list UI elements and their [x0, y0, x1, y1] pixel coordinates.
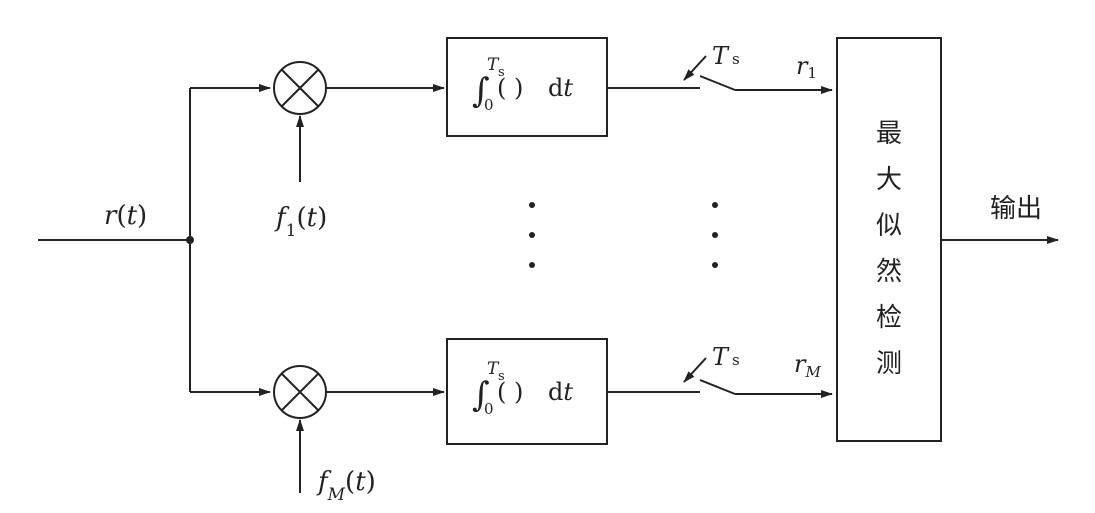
svg-text:∫: ∫ — [472, 71, 490, 111]
svg-text:0: 0 — [484, 400, 494, 418]
integrator-box-bottom — [446, 338, 608, 445]
integrator-box-top — [446, 37, 608, 137]
integrator-formula-top: ∫ T s 0 ( ) dt — [472, 55, 573, 114]
svg-text:dt: dt — [548, 74, 573, 102]
ref-bottom-label: fM(t) — [316, 467, 376, 505]
svg-text:s: s — [498, 369, 505, 384]
svg-text:最: 最 — [876, 119, 902, 149]
svg-text:( ): ( ) — [497, 378, 523, 406]
svg-text:检: 检 — [876, 303, 902, 333]
svg-text:T: T — [487, 359, 500, 379]
sampler-switch-top — [699, 75, 736, 91]
output-label-r1: r1 — [796, 52, 817, 82]
svg-text:测: 测 — [876, 349, 902, 379]
svg-text:然: 然 — [876, 257, 902, 287]
output-label-rM: rM — [794, 350, 821, 381]
svg-text:dt: dt — [548, 378, 573, 406]
ellipsis-dots — [529, 202, 718, 268]
sampler-switch-bottom — [699, 379, 736, 395]
integrator-formula-bottom: ∫ T s 0 ( ) dt — [472, 359, 573, 418]
svg-text:s: s — [498, 65, 505, 80]
svg-text:大: 大 — [876, 165, 902, 195]
svg-text:( ): ( ) — [497, 74, 523, 102]
ml-detector-label: 最 大 似 然 检 测 — [876, 119, 902, 379]
sampler-clock-arrow-top — [683, 55, 707, 81]
svg-text:0: 0 — [484, 96, 494, 114]
junction-dot — [186, 236, 194, 244]
output-text-label: 输出 — [990, 194, 1042, 224]
svg-text:∫: ∫ — [472, 375, 490, 415]
svg-text:T: T — [487, 55, 500, 75]
svg-text:似: 似 — [876, 211, 902, 241]
input-signal-label: r(t) — [104, 201, 147, 231]
sampler-clock-arrow-bottom — [683, 357, 707, 383]
ref-top-label: f1(t) — [274, 203, 327, 241]
